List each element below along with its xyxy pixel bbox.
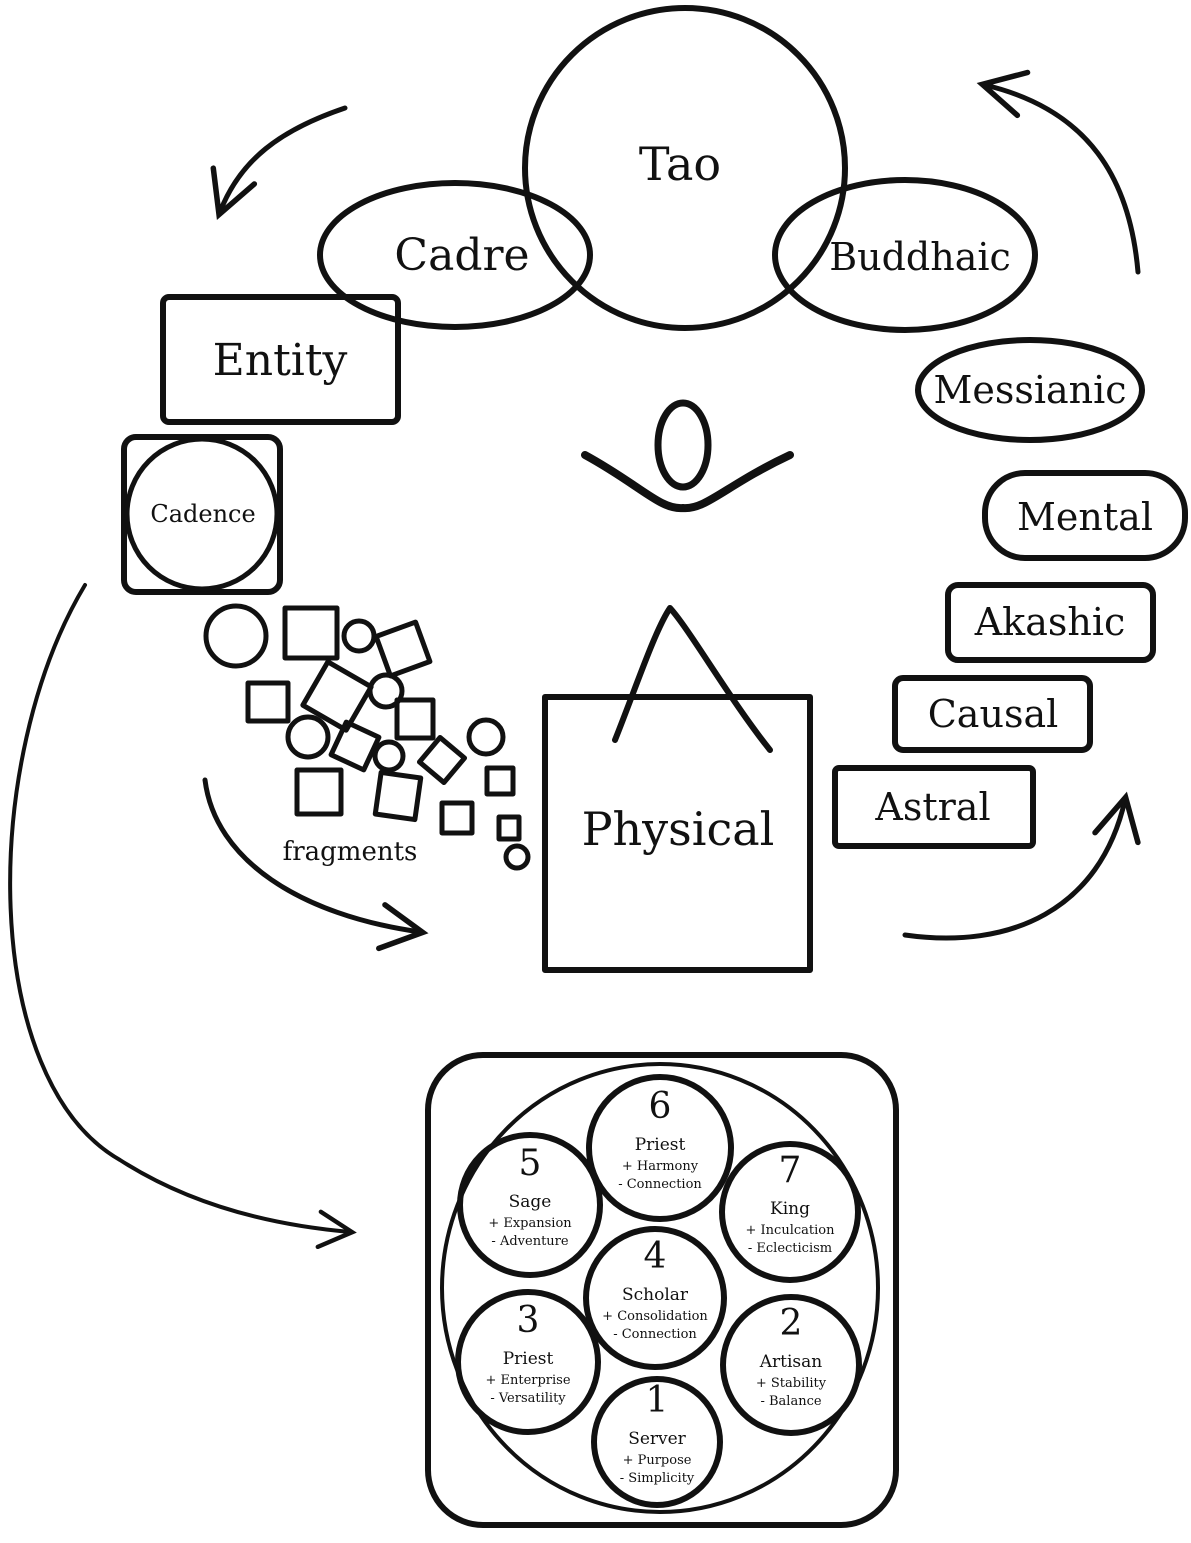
role-minus: - Connection	[618, 1177, 702, 1192]
tao-circle	[522, 5, 848, 331]
fragment-circle	[341, 618, 377, 654]
role-name: Scholar	[622, 1285, 689, 1305]
role-minus: - Balance	[760, 1394, 821, 1409]
cadre-ellipse	[317, 180, 593, 330]
meditating-figure-icon	[581, 399, 794, 753]
arrow-top-right	[976, 69, 1141, 275]
messianic-ellipse	[915, 337, 1145, 443]
role-minus: - Eclecticism	[748, 1241, 832, 1256]
role-number: 3	[517, 1300, 540, 1341]
role-circle	[455, 1289, 601, 1435]
fragment-circle	[466, 717, 506, 757]
causal-label: Causal	[928, 692, 1059, 736]
role-plus: + Enterprise	[485, 1373, 570, 1388]
astral-label: Astral	[874, 785, 990, 829]
buddhaic-label: Buddhaic	[829, 235, 1011, 279]
role-number: 7	[779, 1150, 802, 1191]
role-plus: + Expansion	[488, 1216, 572, 1231]
role-circle	[586, 1074, 734, 1222]
akashic-label: Akashic	[974, 600, 1126, 644]
fragment-circle	[203, 603, 269, 669]
role-minus: - Simplicity	[620, 1471, 695, 1486]
fragment-square	[373, 619, 433, 679]
role-number: 4	[644, 1236, 667, 1277]
role-plus: + Purpose	[623, 1453, 692, 1468]
arrow-to-astral	[902, 791, 1141, 941]
role-plus: + Harmony	[622, 1159, 699, 1174]
arrow-top-left	[210, 105, 348, 221]
role-number: 5	[519, 1143, 542, 1184]
role-plus: + Stability	[756, 1376, 827, 1391]
fragment-square	[245, 680, 291, 724]
cadence-label: Cadence	[150, 500, 255, 528]
fragment-square	[372, 769, 424, 823]
role-name: Priest	[635, 1135, 686, 1155]
mental-label: Mental	[1017, 495, 1153, 539]
physical-label: Physical	[582, 802, 775, 856]
role-name: Server	[628, 1429, 686, 1449]
fragment-square	[282, 605, 340, 661]
role-name: King	[770, 1199, 810, 1219]
fragment-circle	[367, 672, 405, 710]
fragment-square	[300, 659, 374, 733]
astral-box	[832, 765, 1036, 849]
arrow-to-roles	[8, 583, 357, 1250]
role-circle	[583, 1226, 727, 1370]
role-name: Sage	[509, 1192, 552, 1212]
role-minus: - Adventure	[491, 1234, 568, 1249]
role-circle	[457, 1132, 603, 1278]
role-name: Priest	[503, 1349, 554, 1369]
roles-outer-circle	[440, 1062, 880, 1514]
fragment-circle	[285, 714, 331, 760]
fragment-square	[416, 734, 468, 786]
fragments-label: fragments	[283, 837, 418, 867]
fragment-square	[294, 767, 344, 817]
role-minus: - Connection	[613, 1327, 697, 1342]
roles-frame	[425, 1052, 899, 1528]
fragment-circle	[372, 739, 406, 773]
role-plus: + Consolidation	[602, 1309, 708, 1324]
cadre-label: Cadre	[394, 230, 529, 281]
tao-label: Tao	[639, 137, 721, 191]
role-circle	[719, 1141, 861, 1283]
fragment-square	[328, 719, 382, 773]
arrow-to-physical	[202, 777, 429, 952]
role-circle	[720, 1294, 862, 1436]
fragment-square	[439, 800, 475, 836]
role-number: 6	[649, 1086, 672, 1127]
fragment-square	[496, 814, 522, 842]
causal-box	[892, 675, 1093, 753]
role-number: 1	[646, 1380, 669, 1421]
role-minus: - Versatility	[490, 1391, 566, 1406]
cadence-circle	[124, 436, 280, 592]
role-name: Artisan	[759, 1352, 823, 1372]
messianic-label: Messianic	[933, 368, 1126, 412]
physical-box	[542, 694, 813, 973]
role-number: 2	[780, 1303, 803, 1344]
fragment-square	[394, 697, 436, 741]
role-circle	[591, 1376, 723, 1508]
buddhaic-ellipse	[772, 177, 1038, 333]
entity-label: Entity	[213, 335, 348, 386]
akashic-box	[945, 582, 1156, 663]
entity-box	[160, 294, 401, 425]
fragment-circle	[503, 843, 531, 871]
fragments-cluster	[203, 603, 531, 871]
fragment-square	[484, 765, 516, 797]
mental-box	[982, 470, 1188, 561]
role-plus: + Inculcation	[746, 1223, 836, 1238]
